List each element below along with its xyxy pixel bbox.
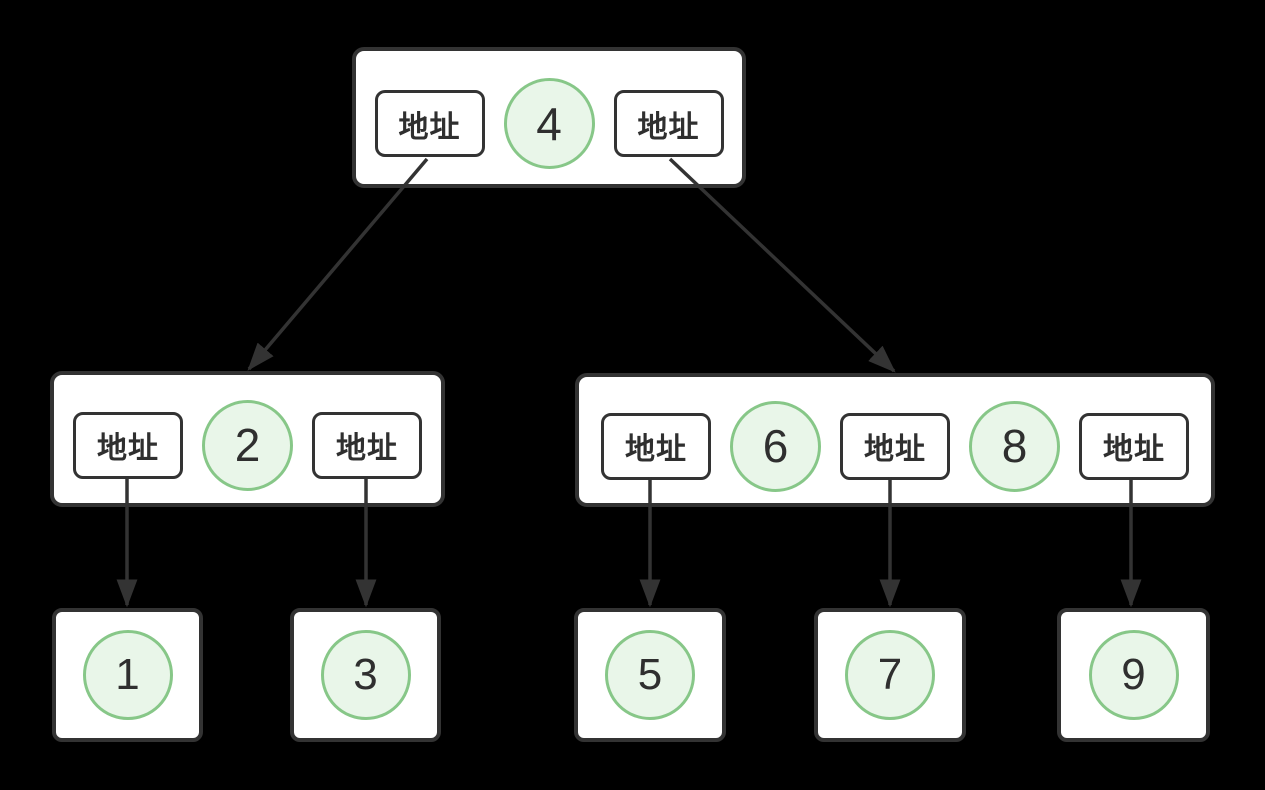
- internal-right-key-circle-2: 8: [969, 400, 1060, 492]
- edge-root-to-right-child-arrow: [668, 157, 896, 373]
- internal-right-address-pointer-box-1: 地址: [601, 412, 711, 480]
- btree-internal-right-node: 地址 6 地址 8 地址: [575, 373, 1215, 507]
- leaf-key-circle-5: 5: [605, 630, 695, 720]
- internal-left-address-pointer-box-1: 地址: [73, 411, 183, 479]
- leaf-key-circle-7: 7: [845, 630, 935, 720]
- root-right-address-pointer-box: 地址: [613, 90, 724, 157]
- internal-left-key-circle: 2: [202, 399, 293, 491]
- internal-right-key-circle-1: 6: [730, 400, 821, 492]
- leaf-node-9: 9: [1057, 608, 1210, 742]
- leaf-node-1: 1: [52, 608, 203, 742]
- leaf-node-5: 5: [574, 608, 726, 742]
- leaf-key-circle-3: 3: [320, 630, 411, 720]
- root-left-address-pointer-box: 地址: [374, 90, 485, 157]
- leaf-key-circle-1: 1: [82, 630, 173, 720]
- leaf-node-3: 3: [290, 608, 441, 742]
- edge-root-to-left-child-arrow: [247, 157, 429, 371]
- internal-right-address-pointer-box-3: 地址: [1079, 412, 1189, 480]
- btree-internal-left-node: 地址 2 地址: [50, 371, 445, 507]
- internal-left-address-pointer-box-2: 地址: [312, 411, 422, 479]
- leaf-key-circle-9: 9: [1088, 630, 1179, 720]
- internal-right-address-pointer-box-2: 地址: [840, 412, 950, 480]
- btree-root-node: 地址 4 地址: [352, 47, 746, 188]
- root-key-circle: 4: [503, 78, 595, 169]
- leaf-node-7: 7: [814, 608, 966, 742]
